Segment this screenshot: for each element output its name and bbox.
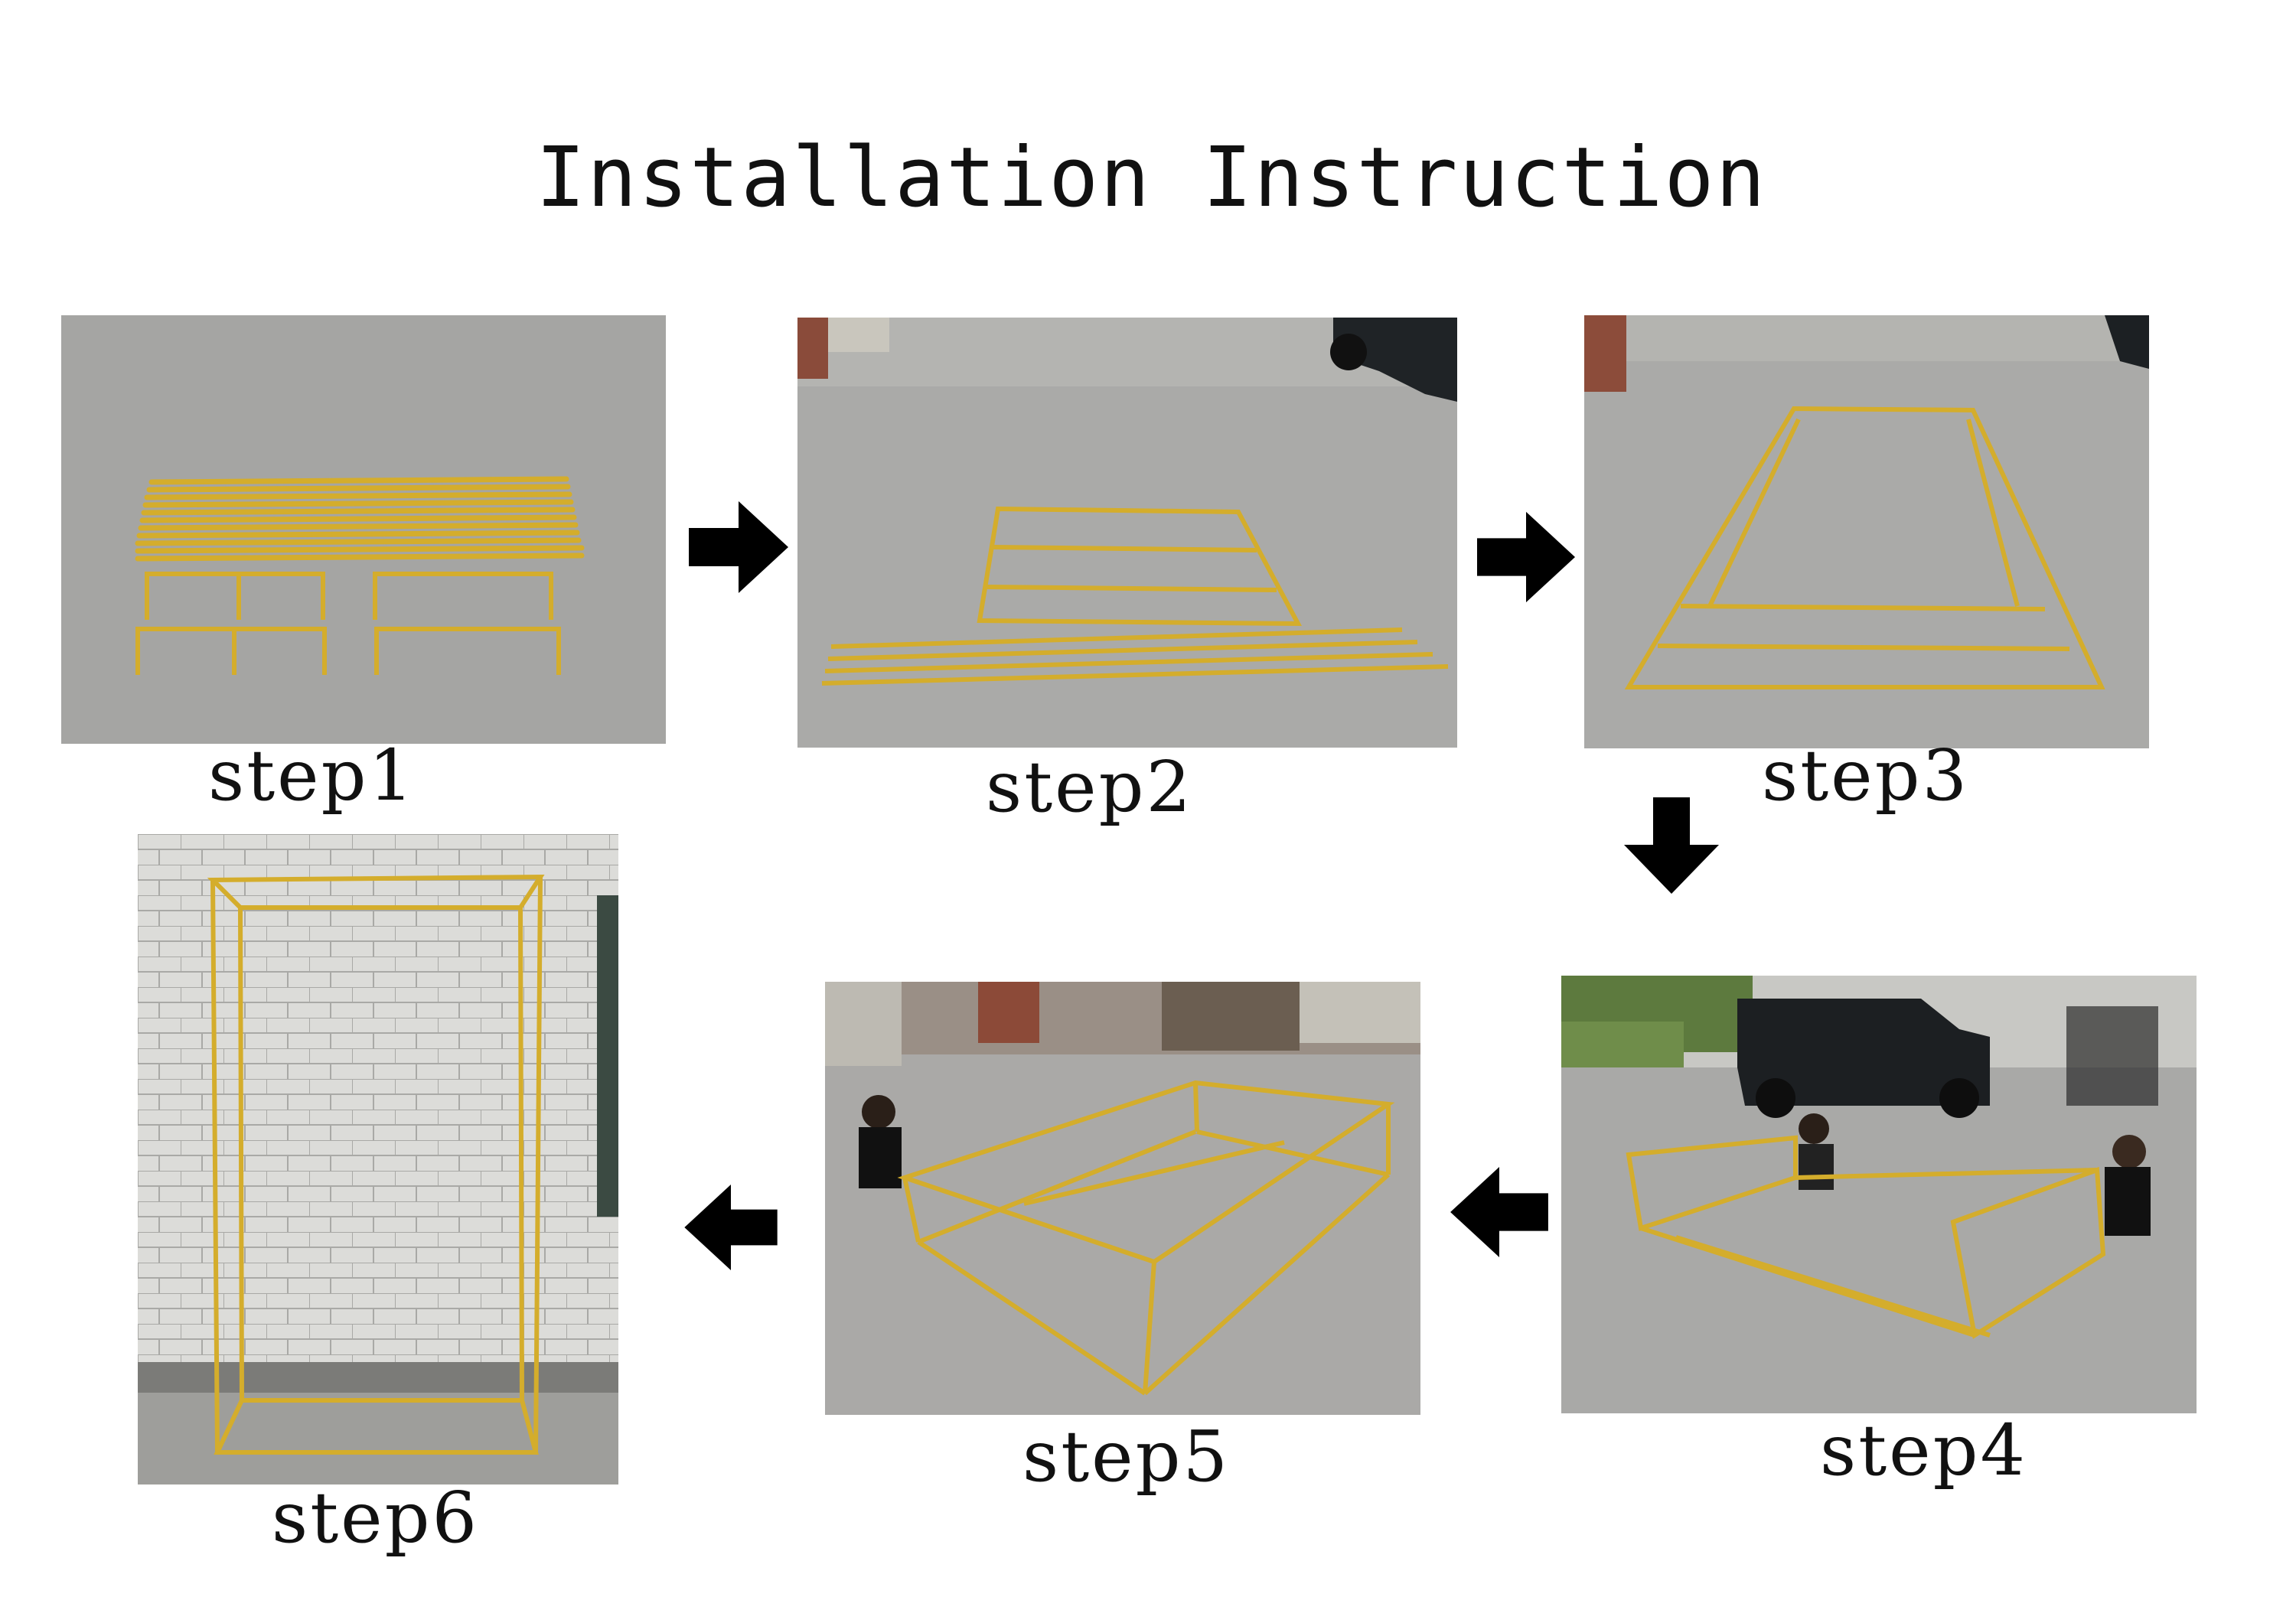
step5-photo <box>825 982 1420 1415</box>
step2-photo <box>797 318 1457 748</box>
step4-photo <box>1561 976 2197 1413</box>
page-title: Installation Instruction <box>536 130 1767 226</box>
arrow-down-icon <box>1624 797 1719 894</box>
step1-label: step1 <box>208 735 416 816</box>
step3-label: step3 <box>1762 735 1970 816</box>
step3-photo <box>1584 315 2149 748</box>
arrow-right-icon <box>689 501 788 593</box>
step6-label: step6 <box>272 1477 480 1559</box>
step5-label: step5 <box>1022 1416 1231 1498</box>
arrow-left-icon <box>1450 1167 1548 1257</box>
arrow-right-icon <box>1477 511 1575 603</box>
step4-label: step4 <box>1820 1410 2028 1491</box>
arrow-left-icon <box>683 1185 778 1270</box>
step2-label: step2 <box>986 746 1194 828</box>
step6-photo <box>138 834 618 1484</box>
step1-photo <box>61 315 666 744</box>
